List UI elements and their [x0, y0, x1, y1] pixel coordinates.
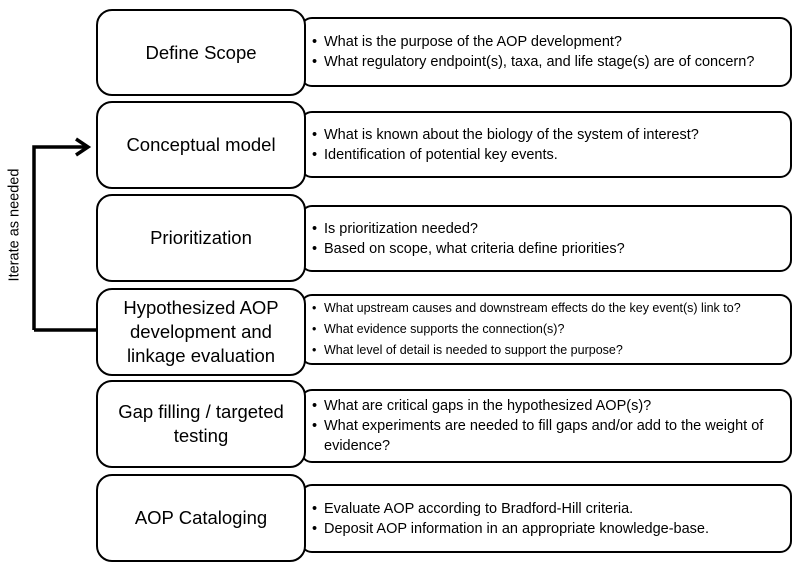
define-scope-bullet: What regulatory endpoint(s), taxa, and l… — [312, 52, 784, 72]
stage-title: AOP Cataloging — [134, 507, 268, 528]
prioritization-details: Is prioritization needed? Based on scope… — [300, 205, 792, 272]
stage-gap-filling: Gap filling / targeted testing — [96, 380, 306, 468]
aop-cataloging-details: Evaluate AOP according to Bradford-Hill … — [300, 484, 792, 553]
aop-cataloging-bullet: Evaluate AOP according to Bradford-Hill … — [312, 499, 784, 519]
hypothesized-aop-bullet: What evidence supports the connection(s)… — [312, 319, 784, 340]
conceptual-model-details: What is known about the biology of the s… — [300, 111, 792, 178]
aop-cataloging-bullet: Deposit AOP information in an appropriat… — [312, 519, 784, 539]
stage-title: Conceptual model — [126, 134, 276, 155]
hypothesized-aop-details: What upstream causes and downstream effe… — [300, 294, 792, 365]
iterate-as-needed-label: Iterate as needed — [6, 168, 22, 282]
gap-filling-bullet: What experiments are needed to fill gaps… — [312, 416, 784, 456]
stage-define-scope: Define Scope — [96, 9, 306, 96]
hypothesized-aop-bullet: What level of detail is needed to suppor… — [312, 340, 784, 361]
prioritization-bullet: Is prioritization needed? — [312, 219, 784, 239]
stage-aop-cataloging: AOP Cataloging — [96, 474, 306, 562]
prioritization-bullet: Based on scope, what criteria define pri… — [312, 239, 784, 259]
stage-title: Define Scope — [145, 41, 257, 63]
conceptual-model-bullet: Identification of potential key events. — [312, 145, 784, 165]
hypothesized-aop-bullet: What upstream causes and downstream effe… — [312, 298, 784, 319]
define-scope-details: What is the purpose of the AOP developme… — [300, 17, 792, 87]
conceptual-model-bullet: What is known about the biology of the s… — [312, 125, 784, 145]
gap-filling-details: What are critical gaps in the hypothesiz… — [300, 389, 792, 463]
iterate-label-wrap: Iterate as needed — [4, 125, 24, 325]
define-scope-bullet: What is the purpose of the AOP developme… — [312, 32, 784, 52]
gap-filling-bullet: What are critical gaps in the hypothesiz… — [312, 396, 784, 416]
stage-hypothesized-aop: Hypothesized AOP development and linkage… — [96, 288, 306, 376]
stage-conceptual-model: Conceptual model — [96, 101, 306, 189]
stage-prioritization: Prioritization — [96, 194, 306, 282]
stage-title: Gap filling / targeted testing — [118, 401, 284, 446]
stage-title: Hypothesized AOP development and linkage… — [123, 297, 279, 366]
stage-title: Prioritization — [150, 227, 252, 248]
